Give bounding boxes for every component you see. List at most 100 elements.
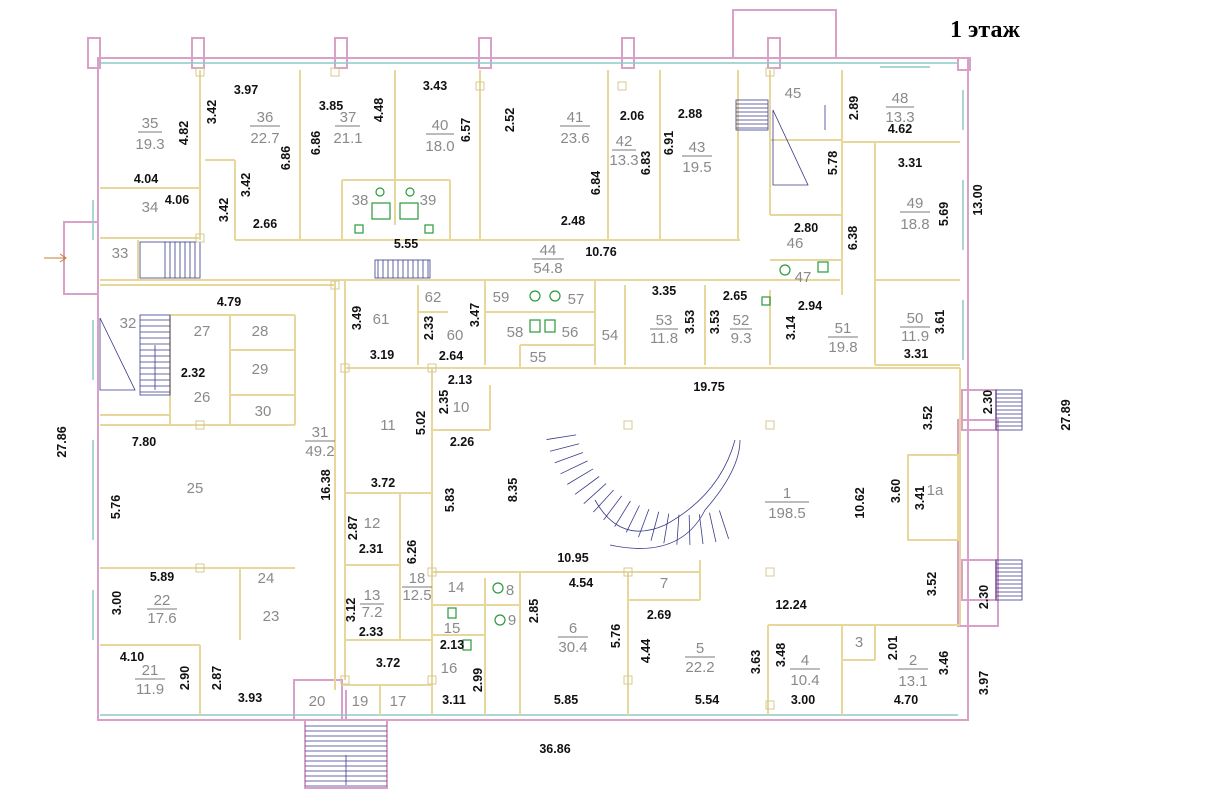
dimension: 2.64 bbox=[439, 349, 463, 363]
svg-text:19.3: 19.3 bbox=[135, 136, 164, 153]
dimension: 5.76 bbox=[109, 495, 123, 519]
column bbox=[195, 233, 205, 243]
stair-corridor bbox=[374, 259, 431, 279]
svg-text:4: 4 bbox=[801, 652, 809, 669]
dimension: 5.69 bbox=[937, 202, 951, 226]
dimension: 3.19 bbox=[370, 348, 394, 362]
room-28: 28 bbox=[252, 323, 269, 340]
dimension: 13.00 bbox=[971, 184, 985, 215]
dimension: 3.61 bbox=[933, 310, 947, 334]
svg-text:19.5: 19.5 bbox=[682, 159, 711, 176]
room-43: 43 19.5 bbox=[682, 139, 712, 176]
room-7: 7 bbox=[660, 575, 668, 592]
svg-text:43: 43 bbox=[689, 139, 706, 156]
room-11: 11 bbox=[380, 417, 396, 434]
dimension: 3.47 bbox=[468, 303, 482, 327]
dimension: 6.84 bbox=[589, 171, 603, 195]
svg-text:7.2: 7.2 bbox=[362, 604, 383, 621]
stair-tread bbox=[676, 514, 680, 545]
dimension: 2.88 bbox=[678, 107, 702, 121]
dimension: 6.26 bbox=[405, 540, 419, 564]
dimension: 4.10 bbox=[120, 650, 144, 664]
stair-tread bbox=[614, 500, 631, 527]
entrance-arrow-icon bbox=[44, 253, 67, 263]
svg-text:22.2: 22.2 bbox=[685, 659, 714, 676]
dimension: 3.60 bbox=[889, 479, 903, 503]
column bbox=[765, 700, 775, 710]
dimension: 12.24 bbox=[775, 598, 806, 612]
dimension: 2.94 bbox=[798, 299, 822, 313]
svg-text:30.4: 30.4 bbox=[558, 639, 587, 656]
dimension-labels: 3.97 3.85 3.43 2.52 2.06 2.88 2.89 4.62 … bbox=[55, 79, 1073, 756]
dimension: 5.76 bbox=[609, 624, 623, 648]
svg-text:49: 49 bbox=[907, 195, 924, 212]
column bbox=[330, 280, 340, 290]
stair-tread bbox=[603, 495, 623, 521]
dimension: 3.31 bbox=[904, 347, 928, 361]
dimension: 5.02 bbox=[414, 411, 428, 435]
dimension: 2.65 bbox=[723, 289, 747, 303]
column bbox=[765, 567, 775, 577]
room-60: 60 bbox=[447, 327, 464, 344]
dimension: 6.86 bbox=[279, 146, 293, 170]
dimension: 5.78 bbox=[826, 151, 840, 175]
room-45: 45 bbox=[785, 85, 802, 102]
dimension: 4.04 bbox=[134, 172, 158, 186]
dimension: 19.75 bbox=[693, 380, 724, 394]
column bbox=[617, 81, 627, 91]
svg-text:10.4: 10.4 bbox=[790, 672, 819, 689]
room-26: 26 bbox=[194, 389, 211, 406]
dimension: 8.35 bbox=[506, 478, 520, 502]
dimension: 3.41 bbox=[913, 486, 927, 510]
room-56: 56 bbox=[562, 324, 579, 341]
column bbox=[427, 675, 437, 685]
dimension: 4.62 bbox=[888, 122, 912, 136]
dimension: 2.85 bbox=[527, 599, 541, 623]
room-38: 38 bbox=[352, 192, 369, 209]
svg-text:17.6: 17.6 bbox=[147, 610, 176, 627]
dimension: 2.52 bbox=[503, 108, 517, 132]
dimension: 2.30 bbox=[981, 390, 995, 414]
floor-title: 1 этаж bbox=[950, 17, 1020, 43]
svg-text:19.8: 19.8 bbox=[828, 339, 857, 356]
svg-text:2: 2 bbox=[909, 652, 917, 669]
dimension: 5.55 bbox=[394, 237, 418, 251]
svg-text:1: 1 bbox=[783, 485, 791, 502]
stair-tread bbox=[593, 489, 614, 513]
dimension: 3.85 bbox=[319, 99, 343, 113]
room-1a: 1a bbox=[927, 482, 944, 499]
column bbox=[195, 67, 205, 77]
dimension: 4.06 bbox=[165, 193, 189, 207]
stair-tread bbox=[688, 514, 691, 545]
dimension: 5.89 bbox=[150, 570, 174, 584]
dimension: 3.42 bbox=[205, 100, 219, 124]
dimension: 3.00 bbox=[110, 591, 124, 615]
stair-32 bbox=[99, 314, 171, 396]
stair-right-top bbox=[995, 389, 1023, 431]
column bbox=[427, 567, 437, 577]
room-33: 33 bbox=[112, 245, 129, 262]
stair-right-bottom bbox=[995, 559, 1023, 601]
room-29: 29 bbox=[252, 361, 269, 378]
dimension: 3.97 bbox=[977, 671, 991, 695]
dimension: 5.54 bbox=[695, 693, 719, 707]
room-25: 25 bbox=[187, 480, 204, 497]
svg-text:21.1: 21.1 bbox=[333, 130, 362, 147]
dimension: 3.11 bbox=[442, 693, 466, 707]
stair-tread bbox=[638, 508, 650, 538]
room-46: 46 bbox=[787, 235, 804, 252]
room-17: 17 bbox=[390, 693, 407, 710]
dimension: 2.48 bbox=[561, 214, 585, 228]
windows bbox=[92, 62, 964, 716]
dimension: 2.13 bbox=[440, 638, 464, 652]
svg-text:41: 41 bbox=[567, 109, 584, 126]
dimension: 4.48 bbox=[372, 98, 386, 122]
